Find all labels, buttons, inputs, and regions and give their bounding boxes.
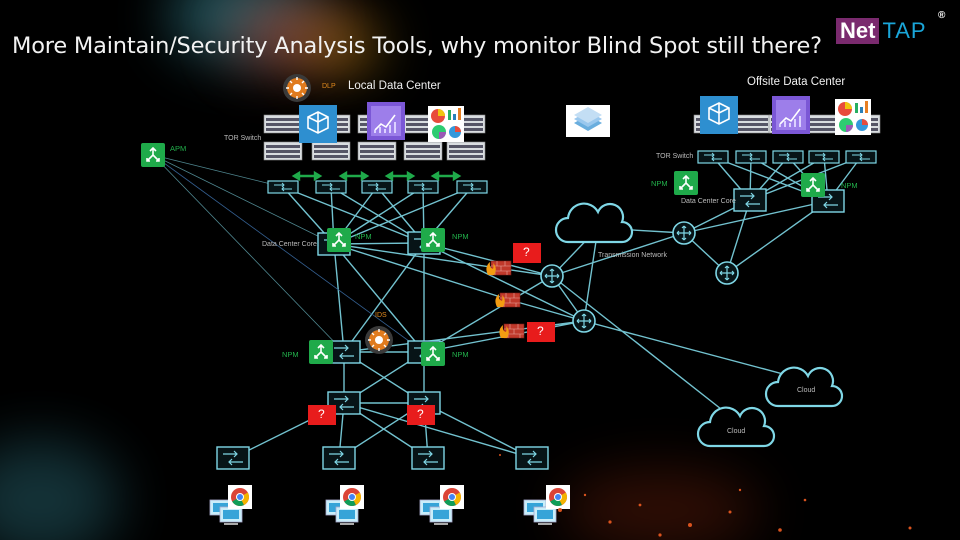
server-rack-icon	[566, 105, 610, 137]
dashboard-tool-icon-offsite	[835, 99, 871, 135]
analytics-tool-icon-offsite	[771, 95, 811, 135]
firewalls	[485, 260, 525, 339]
vm-tool-icon-local	[298, 104, 338, 144]
slide-title: More Maintain/Security Analysis Tools, w…	[12, 33, 822, 60]
npm-probes	[140, 142, 826, 367]
tor-switches-offsite	[697, 150, 877, 164]
cloud-label-right: Cloud	[797, 387, 816, 394]
dlp-icon	[282, 73, 312, 103]
cloud-label-left: Cloud	[727, 428, 746, 435]
tor-links	[291, 170, 462, 182]
dlp-label: DLP	[322, 83, 336, 90]
npm-label-dist-right: NPM	[452, 350, 469, 359]
offsite-dc-label: Offsite Data Center	[747, 76, 846, 88]
npm-label-core-right: NPM	[452, 232, 469, 241]
apm-label: APM	[170, 144, 187, 153]
local-dc-label: Local Data Center	[348, 80, 441, 92]
npm-label-dist-left: NPM	[282, 350, 299, 359]
npm-label-offsite-left: NPM	[651, 179, 668, 188]
tor-switch-label-offsite: TOR Switch	[656, 153, 694, 160]
logo-tap: TAP	[882, 18, 927, 43]
ids-label: IDS	[375, 312, 387, 319]
blind-spot-q-4: ?	[417, 407, 424, 421]
tor-switches-local	[267, 180, 488, 194]
vm-tool-icon-offsite	[699, 95, 739, 135]
logo-net: Net	[836, 18, 880, 44]
blind-spot-q-2: ?	[537, 324, 544, 338]
dc-core-label-offsite: Data Center Core	[681, 198, 736, 205]
logo-registered: ®	[938, 10, 946, 21]
npm-label-core-left: NPM	[355, 232, 372, 241]
dc-core-label-local: Data Center Core	[262, 241, 317, 248]
client-pcs	[209, 485, 570, 526]
analytics-tool-icon-local	[366, 101, 406, 141]
nettap-logo: Net TAP ®	[836, 10, 945, 44]
npm-label-offsite-right: NPM	[841, 181, 858, 190]
ember-particles	[499, 454, 912, 537]
transmission-network-label: Transmission Network	[598, 252, 667, 259]
dashboard-tool-icon-local	[428, 106, 464, 142]
tor-switch-label-local: TOR Switch	[224, 135, 262, 142]
ids-icon	[364, 325, 394, 355]
blind-spot-q-1: ?	[523, 245, 530, 259]
blind-spot-q-3: ?	[318, 407, 325, 421]
